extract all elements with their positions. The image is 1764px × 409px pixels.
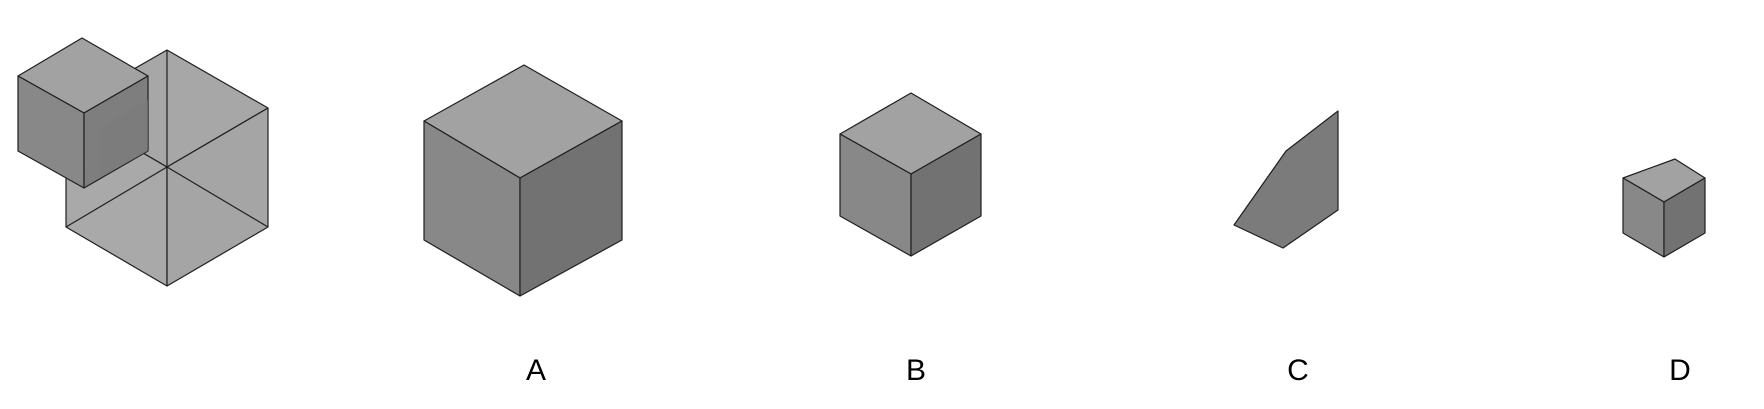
option-d-label: D	[1669, 354, 1691, 387]
option-b-label: B	[906, 354, 926, 387]
option-b-right-face	[910, 133, 982, 257]
option-d-right-face	[1663, 177, 1706, 258]
option-c-label: C	[1287, 354, 1309, 387]
option-a-right-face	[519, 120, 623, 297]
option-d-figure[interactable]	[1622, 158, 1706, 258]
large-cube-inner-edge-left	[65, 166, 168, 228]
small-attached-cube	[17, 37, 149, 189]
question-figure	[17, 37, 269, 287]
large-cube-inner-edge-right	[166, 166, 269, 228]
option-c-wedge-face	[1233, 110, 1339, 249]
option-b-figure[interactable]	[839, 92, 982, 257]
option-a-label: A	[526, 354, 546, 387]
option-a-figure[interactable]	[423, 64, 623, 297]
small-cube-inner-shadow	[100, 100, 148, 178]
option-c-figure[interactable]	[1233, 110, 1339, 249]
